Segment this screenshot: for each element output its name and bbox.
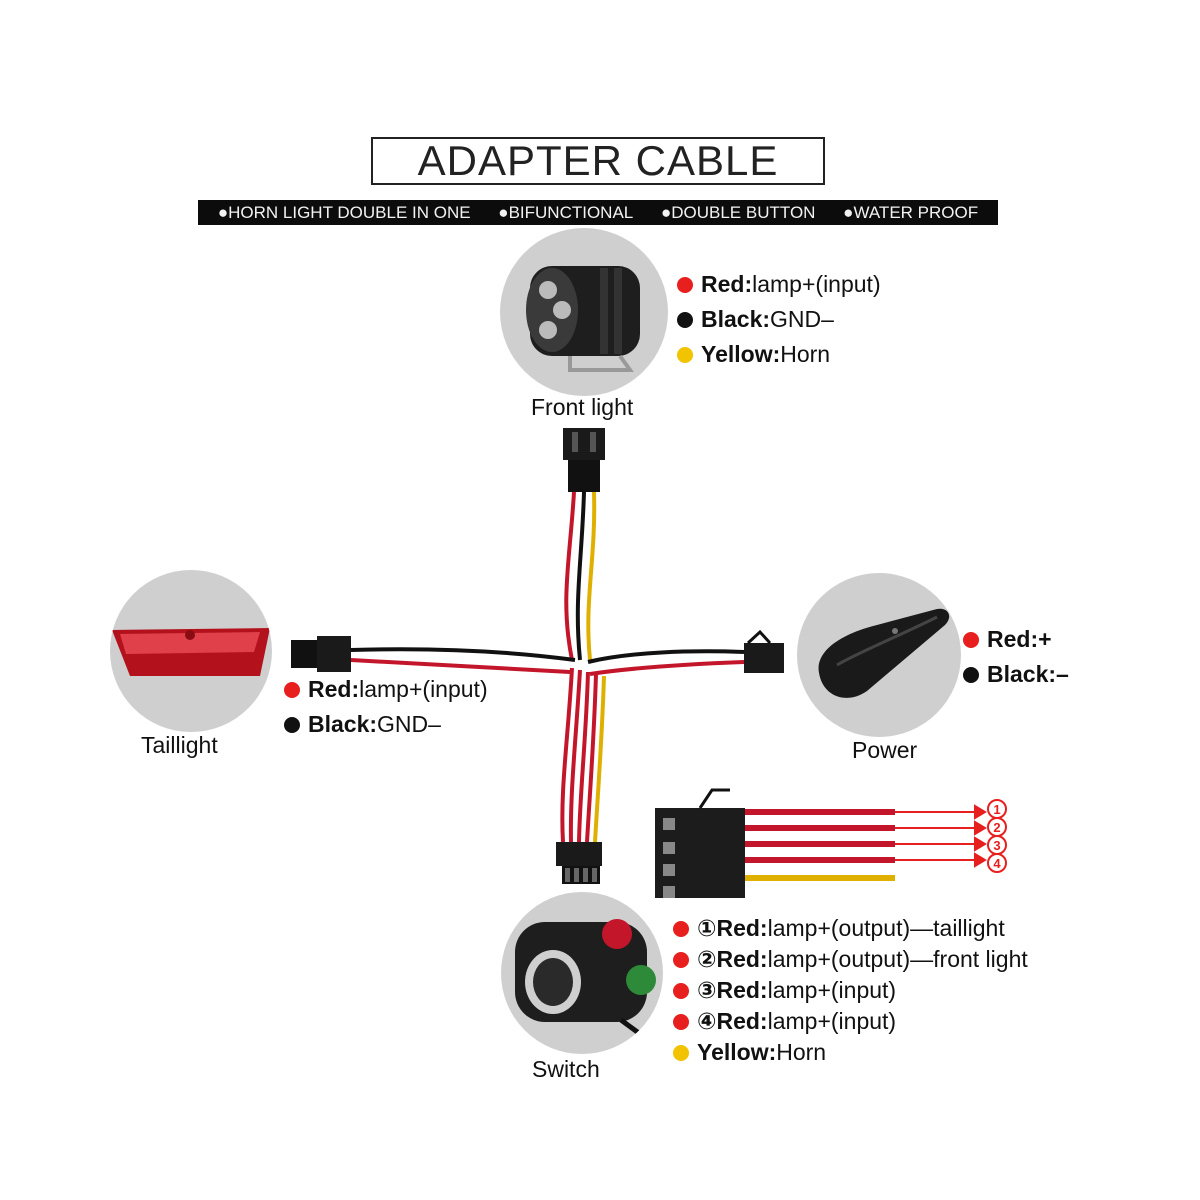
feature-item: ●WATER PROOF <box>843 202 979 222</box>
front-light-label: Front light <box>531 394 634 420</box>
legend-row: Red:lamp+(input) <box>284 672 488 707</box>
switch-connector <box>556 842 602 884</box>
power-wires <box>587 649 745 676</box>
legend-row: ①Red:lamp+(output)—taillight <box>673 913 1028 944</box>
pinout-number: 4 <box>993 856 1001 871</box>
legend-row: Yellow:Horn <box>673 1037 1028 1068</box>
legend-value: lamp+(output)—taillight <box>767 915 1005 941</box>
feature-item: ●BIFUNCTIONAL <box>498 202 634 222</box>
switch-wires <box>560 667 606 843</box>
legend-row: ③Red:lamp+(input) <box>673 975 1028 1006</box>
power-label: Power <box>852 737 918 763</box>
legend-row: Red:+ <box>963 622 1069 657</box>
switch-image <box>501 892 663 1054</box>
black-dot-icon <box>284 716 300 733</box>
pinout-number: 2 <box>993 820 1000 835</box>
front-light-legend: Red:lamp+(input) Black:GND– Yellow:Horn <box>677 267 881 372</box>
taillight-label: Taillight <box>141 732 218 758</box>
battery-icon <box>818 608 950 698</box>
legend-value: lamp+(input) <box>752 271 881 297</box>
legend-row: ②Red:lamp+(output)—front light <box>673 944 1028 975</box>
taillight-icon <box>112 628 270 676</box>
yellow-dot-icon <box>673 1044 689 1061</box>
red-dot-icon <box>284 681 300 698</box>
power-connector <box>744 629 784 673</box>
red-dot-icon <box>673 1013 689 1030</box>
legend-key: Red: <box>987 626 1039 652</box>
switch-icon <box>515 919 656 1045</box>
yellow-dot-icon <box>677 346 693 363</box>
legend-key: Yellow: <box>697 1039 777 1065</box>
legend-value: lamp+(output)—front light <box>767 946 1028 972</box>
legend-key: ④Red: <box>697 1008 768 1034</box>
legend-row: ④Red:lamp+(input) <box>673 1006 1028 1037</box>
pinout-number: 3 <box>993 838 1000 853</box>
legend-row: Black:– <box>963 657 1069 692</box>
legend-row: Red:lamp+(input) <box>677 267 881 302</box>
front-light-icon <box>526 266 640 372</box>
front-light-image <box>500 228 668 396</box>
black-dot-icon <box>677 311 693 328</box>
legend-key: Black: <box>308 711 378 737</box>
pinout-number: 1 <box>993 802 1000 817</box>
legend-value: GND– <box>770 306 834 332</box>
red-dot-icon <box>673 951 689 968</box>
legend-key: Yellow: <box>701 341 781 367</box>
legend-value: GND– <box>377 711 441 737</box>
legend-row: Black:GND– <box>284 707 488 742</box>
red-dot-icon <box>673 920 689 937</box>
taillight-image <box>110 570 272 732</box>
legend-value: + <box>1038 626 1052 652</box>
front-light-connector <box>563 428 605 492</box>
trunk-wires <box>564 491 597 661</box>
legend-value: – <box>1056 661 1069 687</box>
taillight-legend: Red:lamp+(input) Black:GND– <box>284 672 488 742</box>
red-dot-icon <box>677 276 693 293</box>
pinout-wires <box>745 809 895 881</box>
legend-value: lamp+(input) <box>767 977 897 1003</box>
power-legend: Red:+ Black:– <box>963 622 1069 692</box>
legend-key: ②Red: <box>697 946 768 972</box>
page-title: ADAPTER CABLE <box>371 137 825 185</box>
legend-key: Red: <box>308 676 360 702</box>
pinout-number-circles <box>987 799 1007 873</box>
legend-key: Black: <box>987 661 1057 687</box>
power-image <box>797 573 961 737</box>
taillight-connector <box>291 636 351 672</box>
switch-label: Switch <box>532 1056 600 1082</box>
legend-row: Yellow:Horn <box>677 337 881 372</box>
legend-value: lamp+(input) <box>359 676 488 702</box>
pinout-connector <box>655 788 745 898</box>
feature-item: ●DOUBLE BUTTON <box>660 202 816 222</box>
red-dot-icon <box>673 982 689 999</box>
legend-row: Black:GND– <box>677 302 881 337</box>
legend-key: ③Red: <box>697 977 768 1003</box>
taillight-wires <box>350 647 576 674</box>
legend-key: Red: <box>701 271 753 297</box>
pinout-arrows <box>895 804 987 868</box>
legend-value: Horn <box>780 341 831 367</box>
legend-key: ①Red: <box>697 915 768 941</box>
red-dot-icon <box>963 631 979 648</box>
black-dot-icon <box>963 666 979 683</box>
legend-value: lamp+(input) <box>767 1008 897 1034</box>
switch-legend: ①Red:lamp+(output)—taillight ②Red:lamp+(… <box>673 913 1028 1068</box>
legend-key: Black: <box>701 306 771 332</box>
legend-value: Horn <box>776 1039 827 1065</box>
feature-item: ●HORN LIGHT DOUBLE IN ONE <box>217 202 471 222</box>
feature-bar: ●HORN LIGHT DOUBLE IN ONE ●BIFUNCTIONAL … <box>198 200 998 225</box>
